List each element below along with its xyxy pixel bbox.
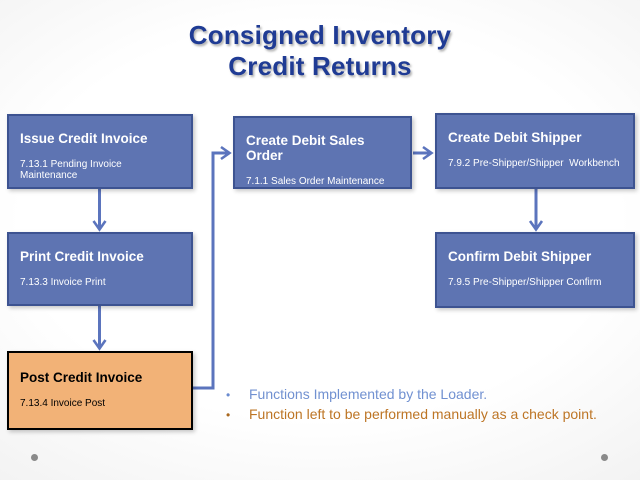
arrow-post-to-sales-order-elbow — [193, 145, 232, 390]
box-subtitle: 7.1.1 Sales Order Maintenance — [246, 176, 385, 187]
flow-box-print-credit-invoice: Print Credit Invoice 7.13.3 Invoice Prin… — [7, 232, 193, 306]
box-subtitle: 7.13.1 Pending Invoice Maintenance — [20, 159, 125, 181]
legend-text: Function left to be performed manually a… — [249, 406, 597, 422]
bullet-icon: • — [226, 408, 231, 422]
flow-box-create-debit-shipper: Create Debit Shipper 7.9.2 Pre-Shipper/S… — [435, 113, 635, 189]
slide-title-line1: Consigned Inventory — [188, 20, 452, 50]
flow-box-post-credit-invoice: Post Credit Invoice 7.13.4 Invoice Post — [7, 351, 193, 430]
flow-box-issue-credit-invoice: Issue Credit Invoice 7.13.1 Pending Invo… — [7, 114, 193, 189]
box-title: Post Credit Invoice — [20, 370, 143, 385]
slide-corner-dot-left — [31, 454, 38, 461]
legend: • Functions Implemented by the Loader. •… — [226, 385, 597, 425]
box-title: Create Debit Sales Order — [246, 133, 365, 163]
box-subtitle: 7.9.2 Pre-Shipper/Shipper Workbench — [448, 158, 620, 169]
box-title: Confirm Debit Shipper — [448, 249, 592, 264]
slide-title: Consigned Inventory Credit Returns — [0, 20, 640, 82]
box-title: Issue Credit Invoice — [20, 131, 148, 146]
legend-item-loader: • Functions Implemented by the Loader. — [226, 385, 597, 405]
box-title: Print Credit Invoice — [20, 249, 144, 264]
box-title: Create Debit Shipper — [448, 130, 582, 145]
slide-corner-dot-right — [601, 454, 608, 461]
box-subtitle: 7.13.4 Invoice Post — [20, 398, 106, 409]
box-subtitle: 7.9.5 Pre-Shipper/Shipper Confirm — [448, 277, 602, 288]
flow-box-confirm-debit-shipper: Confirm Debit Shipper 7.9.5 Pre-Shipper/… — [435, 232, 635, 308]
bullet-icon: • — [226, 388, 231, 402]
legend-text: Functions Implemented by the Loader. — [249, 386, 488, 402]
slide-title-line2: Credit Returns — [228, 51, 412, 81]
box-subtitle: 7.13.3 Invoice Print — [20, 277, 106, 288]
flow-box-create-debit-sales-order: Create Debit Sales Order 7.1.1 Sales Ord… — [233, 116, 412, 189]
legend-item-manual: • Function left to be performed manually… — [226, 405, 597, 425]
